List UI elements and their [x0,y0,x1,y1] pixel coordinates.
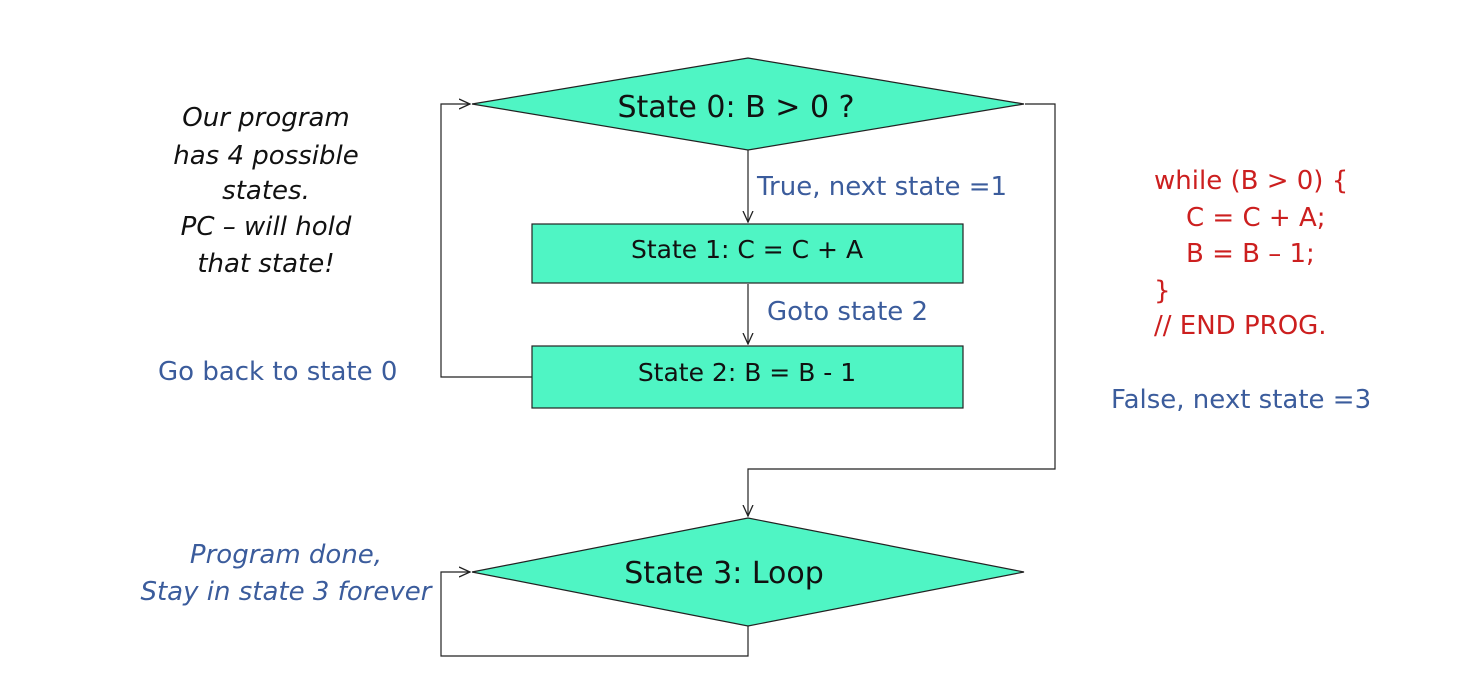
description-note: Our program has 4 possible states. PC – … [173,103,358,279]
true-edge-label: True, next state =1 [756,172,1007,202]
state0-label: State 0: B > 0 ? [617,90,854,125]
code-block: while (B > 0) { C = C + A; B = B – 1; } … [1154,166,1348,341]
state2-label: State 2: B = B - 1 [638,358,856,387]
description-line: that state! [197,249,334,279]
program-done-line: Stay in state 3 forever [140,577,433,607]
goto-state2-label: Goto state 2 [767,297,928,327]
code-line: C = C + A; [1186,203,1325,233]
description-line: Our program [182,103,349,133]
state0-decision-shape [471,57,1025,151]
code-line: } [1154,276,1171,306]
edge-state0-false-to-state3 [748,103,1056,516]
state2-process-shape [531,345,964,409]
go-back-label: Go back to state 0 [158,357,397,387]
state3-decision-shape [471,517,1025,627]
description-line: has 4 possible [173,141,358,171]
false-edge-label: False, next state =3 [1111,385,1371,415]
state1-process-shape [531,223,964,284]
state3-label: State 3: Loop [624,556,824,591]
program-done-note: Program done, Stay in state 3 forever [140,540,433,607]
code-line: B = B – 1; [1186,239,1315,269]
state1-label: State 1: C = C + A [631,235,863,264]
program-done-line: Program done, [190,540,382,570]
code-line: while (B > 0) { [1154,166,1348,196]
edge-state2-back-to-state0 [440,104,532,378]
code-line: // END PROG. [1154,311,1327,341]
edge-state3-self-loop [440,572,749,657]
description-line: PC – will hold [181,212,352,242]
description-line: states. [222,176,310,206]
